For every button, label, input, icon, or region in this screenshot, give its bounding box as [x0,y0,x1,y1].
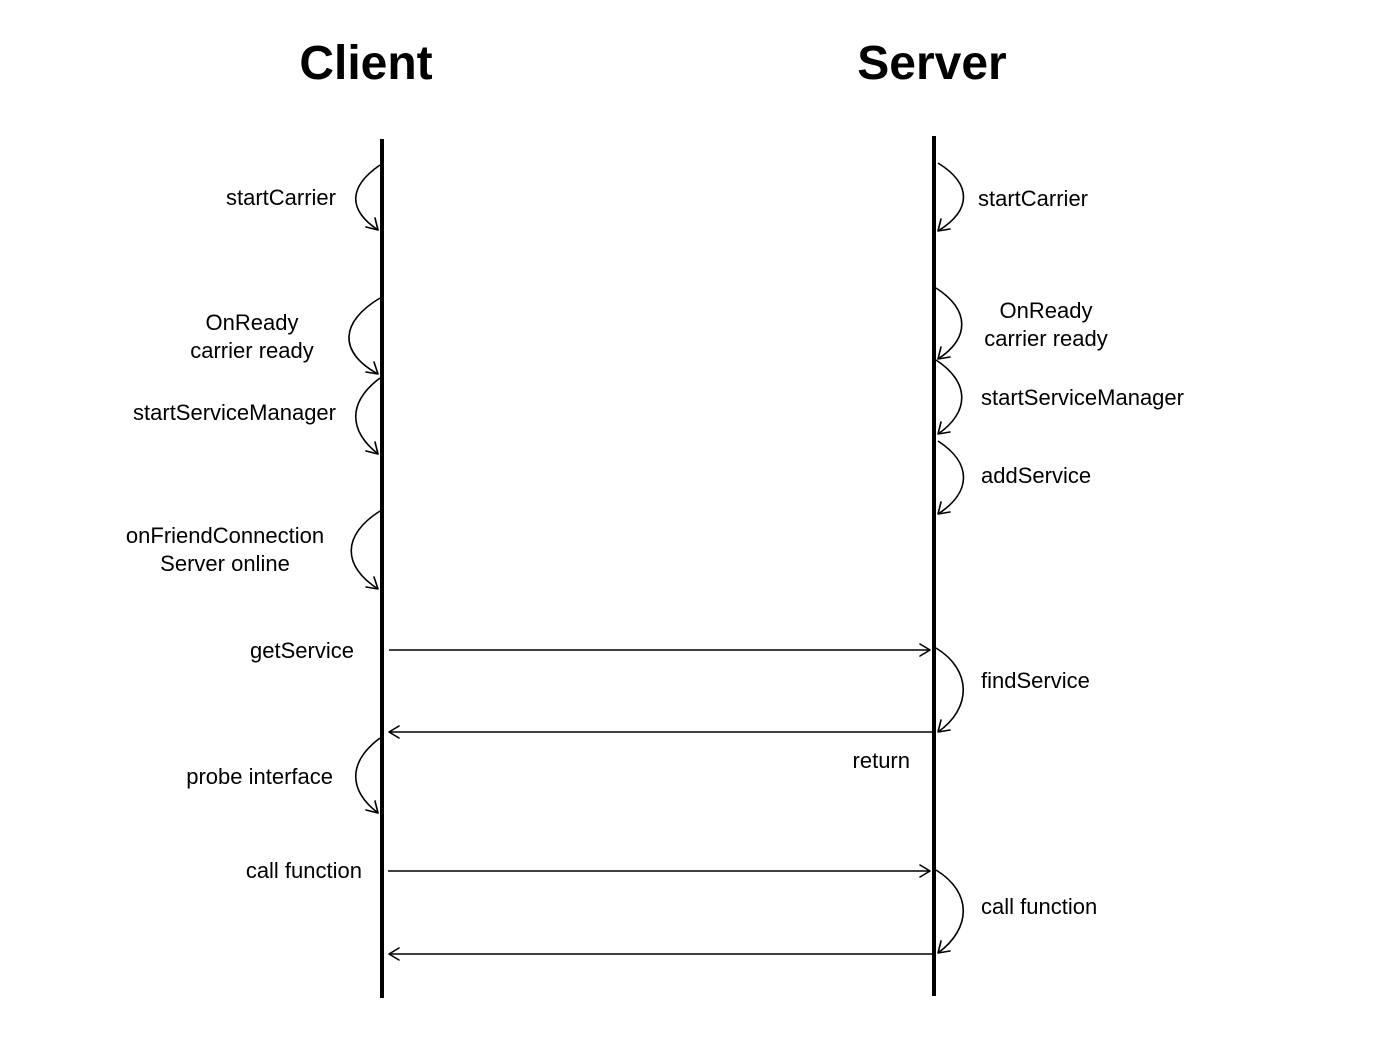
server-add-service-arrow [937,440,965,515]
server-on-ready-label-1: OnReady [1000,298,1093,323]
server-start-carrier-arrow [937,162,965,232]
server-start-service-manager-arrow [935,359,963,435]
client-on-ready-label-1: OnReady [206,310,299,335]
call-function-message-arrow [388,864,931,878]
return-label: return [853,748,910,773]
client-start-service-manager-label: startServiceManager [133,400,336,425]
get-service-label: getService [250,638,354,663]
client-on-ready-label-2: carrier ready [190,338,313,363]
server-call-function-label: call function [981,894,1097,919]
server-add-service-label: addService [981,463,1091,488]
server-find-service-label: findService [981,668,1090,693]
server-start-carrier-label: startCarrier [978,186,1088,211]
client-on-friend-connection-arrow [350,510,381,590]
client-on-friend-label-1: onFriendConnection [126,523,324,548]
get-service-message-arrow [389,643,931,657]
client-on-friend-label-2: Server online [160,551,290,576]
client-start-carrier-label: startCarrier [226,185,336,210]
server-start-service-manager-label: startServiceManager [981,385,1184,410]
return-message-arrow [388,725,934,739]
client-start-carrier-arrow [354,164,381,231]
server-find-service-arrow [935,647,965,733]
client-on-ready-arrow [348,297,381,375]
client-start-service-manager-arrow [355,377,381,455]
server-on-ready-arrow [935,287,963,360]
client-title: Client [299,37,432,90]
server-on-ready-label-2: carrier ready [984,326,1107,351]
server-title: Server [857,37,1006,90]
call-function-return-arrow [388,947,934,961]
client-probe-interface-label: probe interface [186,764,333,789]
call-function-label: call function [246,858,362,883]
server-call-function-arrow [935,869,964,954]
client-probe-interface-arrow [355,737,381,814]
